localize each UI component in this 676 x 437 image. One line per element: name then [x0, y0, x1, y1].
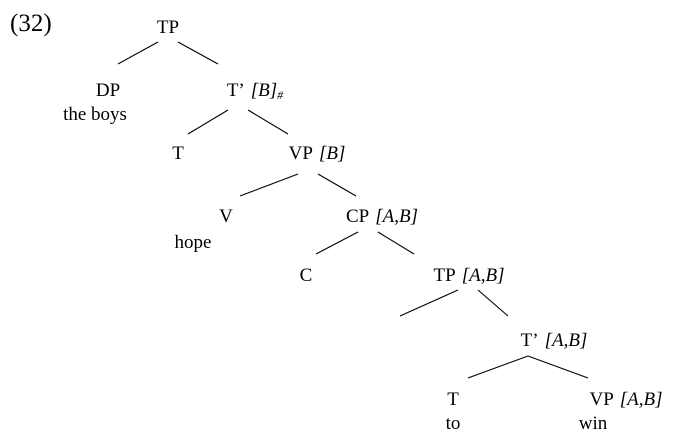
node-label: TP: [433, 265, 456, 286]
node-c: C: [300, 265, 313, 287]
word-the-boys: the boys: [63, 104, 127, 125]
word-hope: hope: [174, 232, 212, 253]
node-vp-2: VP[A,B]: [589, 389, 662, 411]
feature-set: [A,B]: [544, 330, 588, 351]
node-t-1: T: [172, 143, 184, 165]
edge-cp-c: [315, 231, 359, 255]
node-label: DP: [95, 80, 121, 101]
edge-vp-cp: [317, 173, 357, 197]
node-tbar-1: T’[B]#: [227, 80, 283, 106]
node-label: T: [172, 143, 184, 164]
edge-tbar2-t: [467, 355, 529, 379]
edge-tbar-vp: [247, 109, 289, 135]
edge-tp2-tbar2: [477, 289, 509, 317]
node-label: T’: [226, 80, 245, 101]
feature-subscript: #: [277, 88, 284, 102]
node-vp-1: VP[B]: [289, 143, 346, 165]
feature-set: [A,B]: [375, 206, 418, 227]
node-v: V: [219, 206, 233, 228]
edge-vp-v: [239, 173, 299, 197]
example-number: (32): [10, 10, 52, 37]
edge-tbar-t: [187, 109, 229, 135]
node-dp: DP: [96, 80, 120, 102]
node-tbar-2: T’[A,B]: [521, 330, 588, 352]
feature-set: [A,B]: [461, 265, 505, 286]
word-win: win: [578, 413, 608, 434]
edge-tp-dp: [117, 41, 159, 65]
word-to: to: [445, 413, 461, 434]
node-cp: CP[A,B]: [346, 206, 418, 228]
node-t-2: T: [447, 389, 459, 411]
node-label: V: [219, 206, 233, 227]
edge-cp-tp: [377, 231, 415, 255]
edge-tp-tbar2: [399, 289, 459, 317]
feature-set: [B]: [318, 143, 346, 164]
node-label: VP: [589, 389, 614, 410]
node-label: T: [447, 389, 459, 410]
edge-tbar2-vp: [527, 355, 589, 379]
node-tp-root: TP: [157, 17, 179, 39]
node-label: TP: [156, 17, 180, 38]
edge-tp-tbar: [177, 41, 219, 65]
node-label: T’: [520, 330, 539, 351]
node-tp-2: TP[A,B]: [434, 265, 505, 287]
node-label: C: [299, 265, 313, 286]
node-label: CP: [346, 206, 370, 227]
feature-set: [B]#: [250, 80, 284, 102]
node-label: VP: [288, 143, 313, 164]
feature-set: [A,B]: [619, 389, 663, 410]
